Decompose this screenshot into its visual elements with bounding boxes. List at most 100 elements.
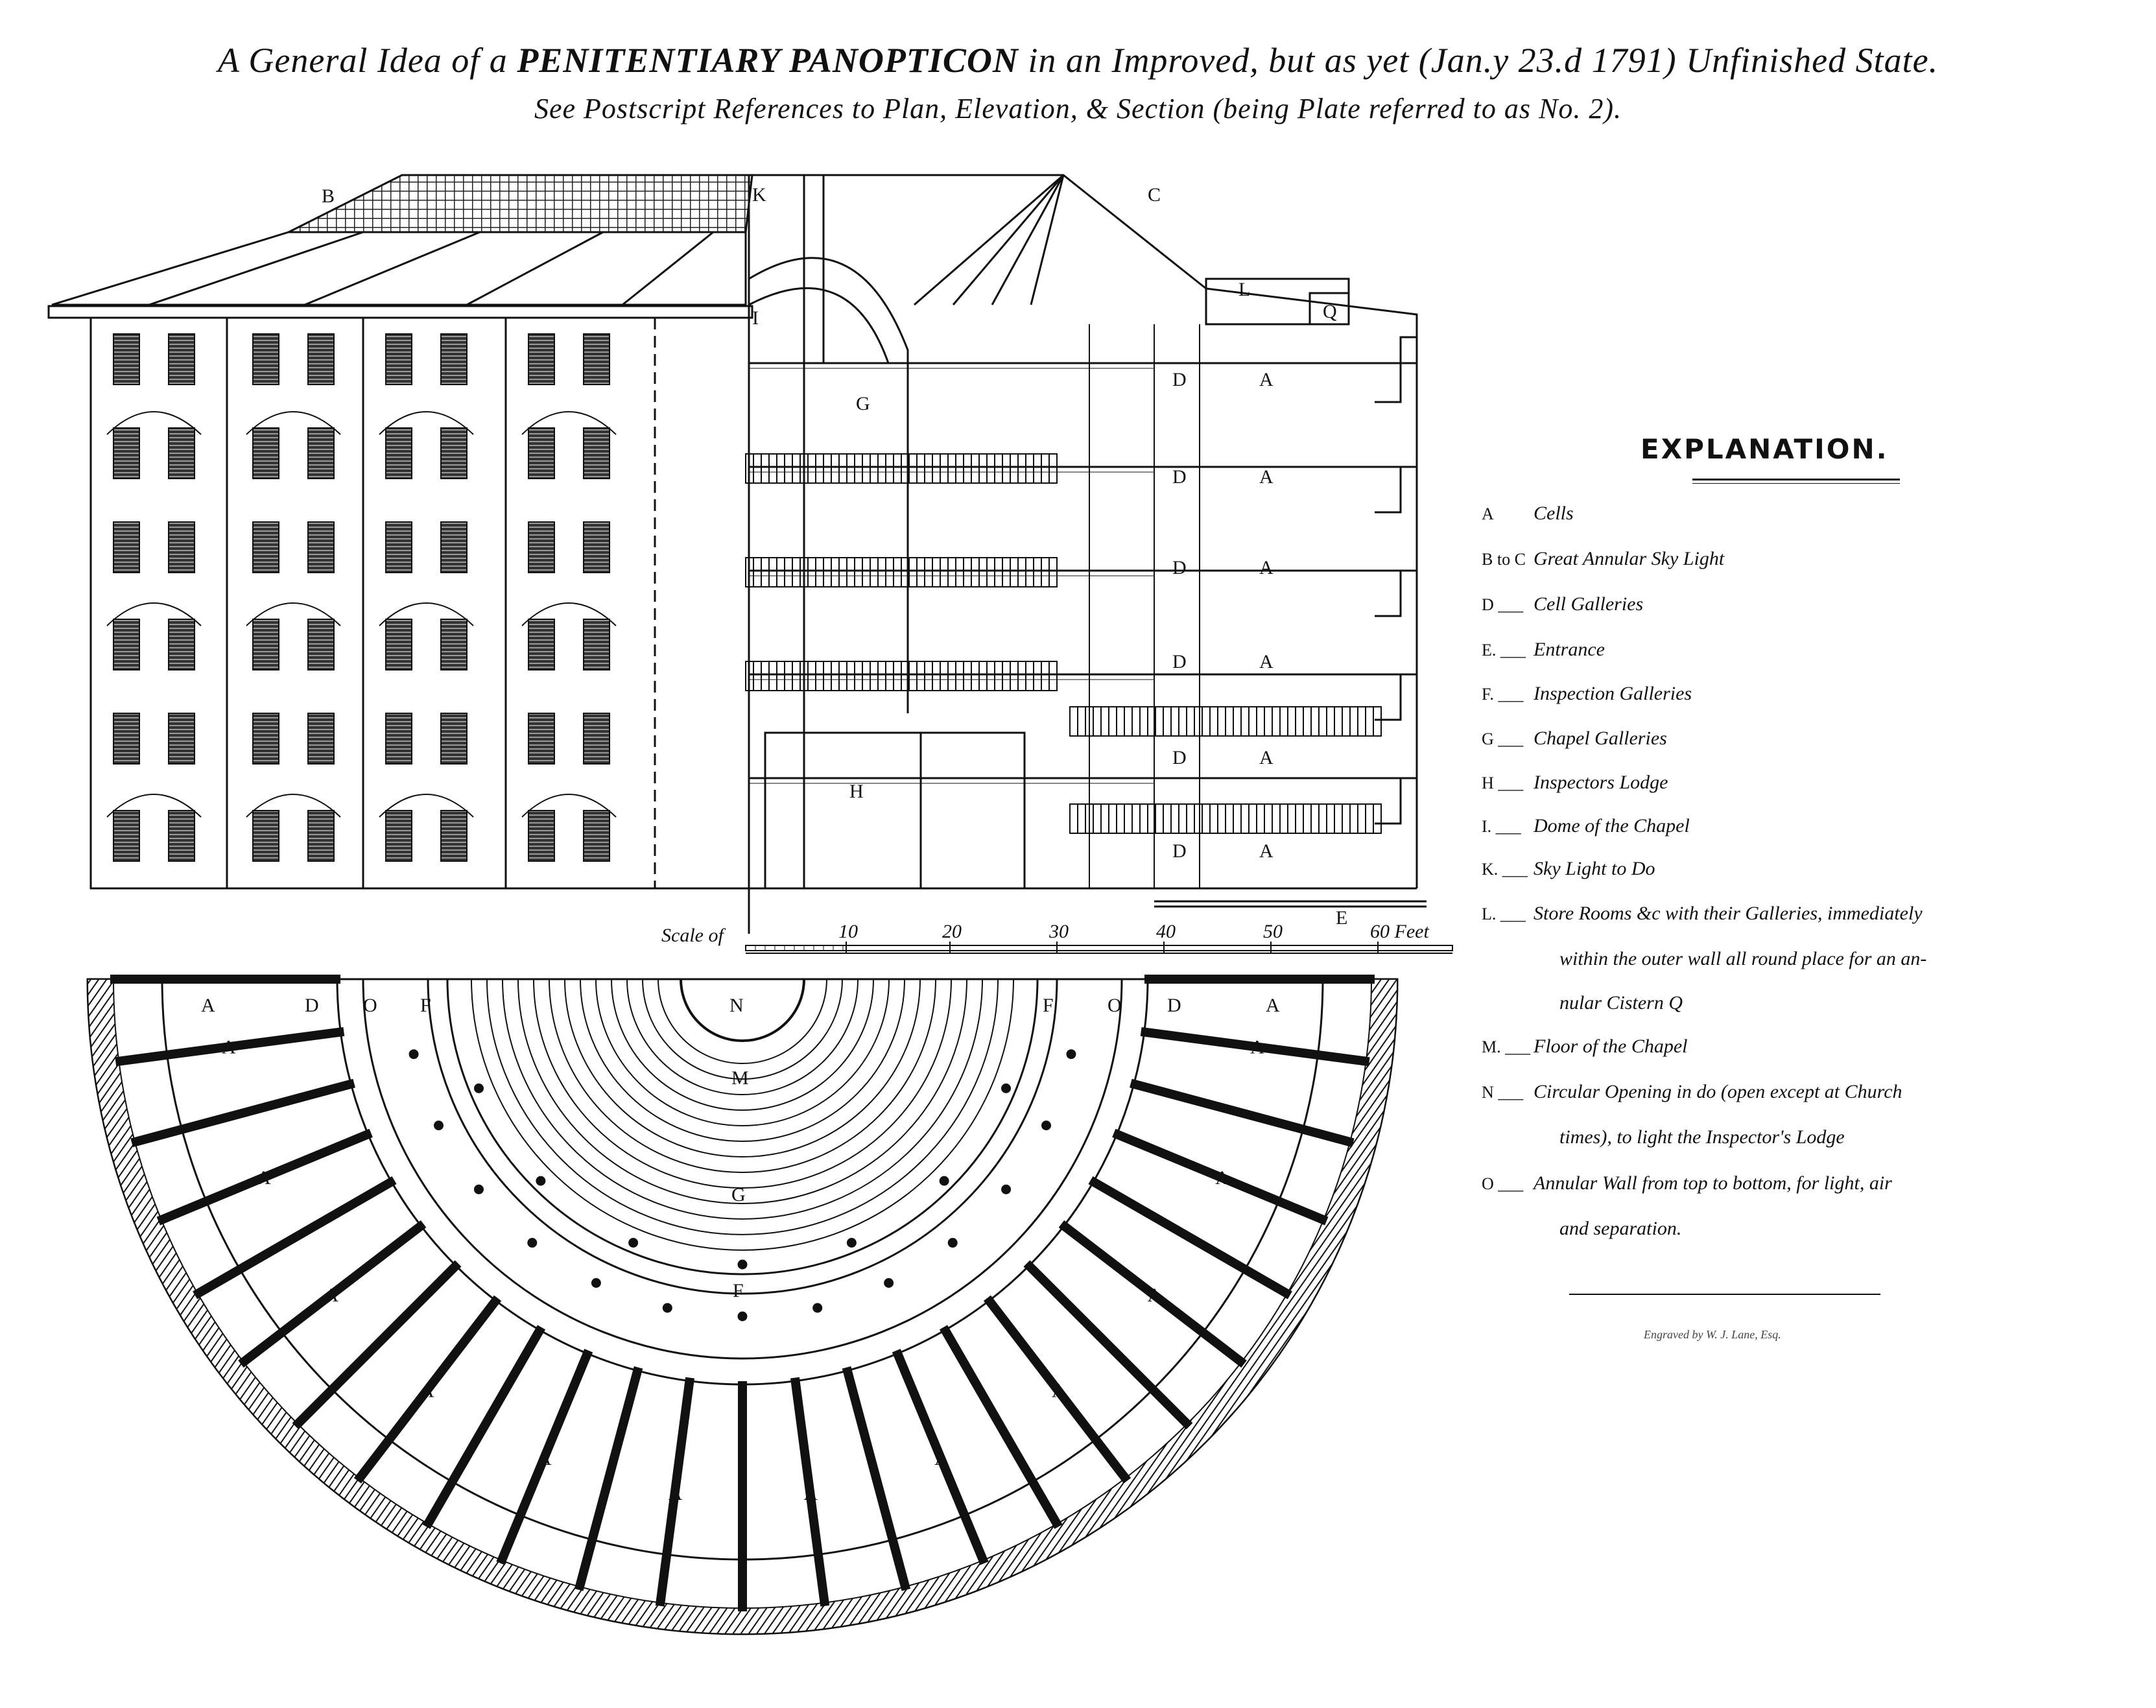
window <box>440 810 468 862</box>
scale-tick-label: 10 <box>838 921 858 942</box>
label-D: D <box>1172 840 1187 862</box>
cell-wall <box>574 1366 643 1591</box>
window-arch <box>521 602 617 626</box>
window <box>113 713 140 765</box>
explanation-item: E. ___Entrance <box>1482 639 1605 660</box>
plan-M: M <box>731 1067 749 1089</box>
explanation-item: L. ___Store Rooms &c with their Gallerie… <box>1482 903 1923 924</box>
title-pre: A General Idea of a <box>217 41 517 80</box>
explanation-item: K. ___Sky Light to Do <box>1482 858 1655 879</box>
explanation-rule-thin <box>1692 483 1900 484</box>
title-bold: PENITENTIARY PANOPTICON <box>517 41 1019 80</box>
explanation-continuation: nular Cistern Q <box>1559 992 1683 1014</box>
elevation-windows <box>106 333 617 862</box>
window <box>252 810 279 862</box>
explanation-footer-rule <box>1569 1294 1880 1295</box>
window <box>440 619 468 670</box>
window <box>583 713 610 765</box>
plan-top-A-left: A <box>201 995 215 1016</box>
label-A: A <box>1259 840 1273 862</box>
window-arch <box>379 794 474 818</box>
explanation-continuation: times), to light the Inspector's Lodge <box>1559 1126 1845 1148</box>
window <box>307 333 335 385</box>
cell-wall <box>193 1176 397 1299</box>
window-arch <box>379 602 474 626</box>
window <box>113 810 140 862</box>
scale-caption: Scale of <box>661 925 726 946</box>
window <box>252 521 279 573</box>
plan-top-D-right: D <box>1167 995 1181 1016</box>
window <box>528 810 555 862</box>
label-E: E <box>1336 907 1347 929</box>
plan-top-F-left: F <box>420 995 431 1016</box>
label-I: I <box>752 307 759 329</box>
window <box>528 713 555 765</box>
cell-wall <box>238 1220 427 1368</box>
plan-top-A-right: A <box>1266 995 1280 1016</box>
cell-wall <box>496 1349 593 1565</box>
window-arch <box>521 411 617 435</box>
window <box>168 333 195 385</box>
cell-wall <box>115 1026 345 1067</box>
window <box>440 427 468 479</box>
window-arch <box>106 411 202 435</box>
cell-wall <box>1023 1260 1193 1430</box>
window-arch <box>246 411 341 435</box>
label-G: G <box>856 393 870 414</box>
cell-wall <box>842 1366 911 1591</box>
window-arch <box>106 602 202 626</box>
roof-skylight <box>288 174 753 233</box>
window <box>583 619 610 670</box>
plan-top-O-right: O <box>1108 995 1122 1016</box>
window <box>113 427 140 479</box>
window <box>385 810 412 862</box>
label-D: D <box>1172 557 1187 578</box>
scale-tick-label: 60 Feet <box>1370 921 1429 942</box>
window <box>307 427 335 479</box>
plan-cell-A: A <box>934 1448 949 1469</box>
cell-wall <box>939 1325 1063 1529</box>
plan-cell-A: A <box>538 1448 552 1469</box>
explanation-continuation: within the outer wall all round place fo… <box>1559 948 1927 969</box>
plan-cell-A: A <box>1052 1381 1066 1402</box>
plan-top-F-right: F <box>1043 995 1054 1016</box>
window <box>307 810 335 862</box>
cell-wall <box>353 1295 502 1484</box>
plan-cell-A: A <box>420 1381 434 1402</box>
label-A: A <box>1259 651 1273 672</box>
explanation-item: I. ___Dome of the Chapel <box>1482 815 1690 836</box>
scale-tick-label: 30 <box>1048 921 1069 942</box>
label-A: A <box>1259 557 1273 578</box>
plan-cell-A: A <box>1250 1036 1264 1058</box>
explanation-rule <box>1692 479 1900 480</box>
window <box>385 713 412 765</box>
plan-cell-A: A <box>1215 1167 1229 1189</box>
roof-eaves <box>51 231 747 306</box>
label-D: D <box>1172 466 1187 488</box>
title-post: in an Improved, but as yet (Jan.y 23.d 1… <box>1018 41 1939 80</box>
label-A: A <box>1259 466 1273 488</box>
window <box>113 333 140 385</box>
window <box>252 619 279 670</box>
window <box>252 713 279 765</box>
label-Q: Q <box>1323 301 1337 322</box>
explanation-continuation: and separation. <box>1559 1218 1682 1239</box>
window <box>385 427 412 479</box>
window <box>528 427 555 479</box>
scale-tick-label: 50 <box>1263 921 1283 942</box>
cell-wall <box>1140 1026 1370 1067</box>
plan-F: F <box>733 1280 744 1301</box>
window-arch <box>379 411 474 435</box>
scale-tick-label: 20 <box>942 921 962 942</box>
explanation-item: M. ___Floor of the Chapel <box>1482 1036 1688 1057</box>
window <box>168 521 195 573</box>
window <box>307 521 335 573</box>
cell-wall <box>1088 1176 1292 1299</box>
plan-cell-A: A <box>257 1167 271 1189</box>
window <box>583 521 610 573</box>
